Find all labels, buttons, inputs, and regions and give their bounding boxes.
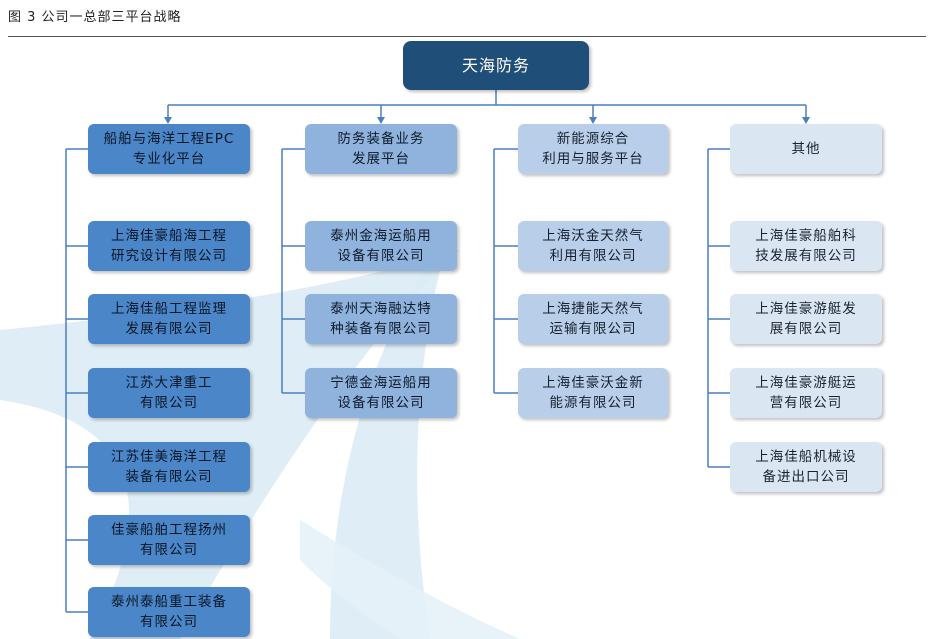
company-node: 上海佳豪船舶科 技发展有限公司: [730, 221, 882, 271]
platform-header-other: 其他: [730, 124, 882, 174]
company-node: 泰州天海融达特 种装备有限公司: [305, 294, 457, 344]
platform-header-defense: 防务装备业务 发展平台: [305, 124, 457, 174]
company-node: 上海佳豪游艇发 展有限公司: [730, 294, 882, 344]
company-node: 上海佳豪沃金新 能源有限公司: [518, 368, 668, 418]
company-node: 上海佳豪游艇运 营有限公司: [730, 368, 882, 418]
company-node: 江苏大津重工 有限公司: [88, 368, 250, 418]
company-node: 泰州金海运船用 设备有限公司: [305, 221, 457, 271]
arrowhead: [802, 117, 810, 124]
company-node: 上海沃金天然气 利用有限公司: [518, 221, 668, 271]
company-node: 江苏佳美海洋工程 装备有限公司: [88, 442, 250, 492]
platform-header-epc: 船舶与海洋工程EPC 专业化平台: [88, 124, 250, 174]
arrowhead: [589, 117, 597, 124]
figure-caption: 图 3 公司一总部三平台战略: [8, 10, 182, 25]
company-node: 泰州泰船重工装备 有限公司: [88, 587, 250, 637]
company-node: 佳豪船舶工程扬州 有限公司: [88, 515, 250, 565]
company-node: 宁德金海运船用 设备有限公司: [305, 368, 457, 418]
caption-rule: [8, 36, 926, 37]
arrowhead: [377, 117, 385, 124]
root-node: 天海防务: [403, 41, 589, 90]
arrowhead: [164, 117, 172, 124]
company-node: 上海佳船工程监理 发展有限公司: [88, 294, 250, 344]
company-node: 上海佳豪船海工程 研究设计有限公司: [88, 221, 250, 271]
company-node: 上海捷能天然气 运输有限公司: [518, 294, 668, 344]
company-node: 上海佳船机械设 备进出口公司: [730, 442, 882, 492]
platform-header-energy: 新能源综合 利用与服务平台: [518, 124, 668, 174]
